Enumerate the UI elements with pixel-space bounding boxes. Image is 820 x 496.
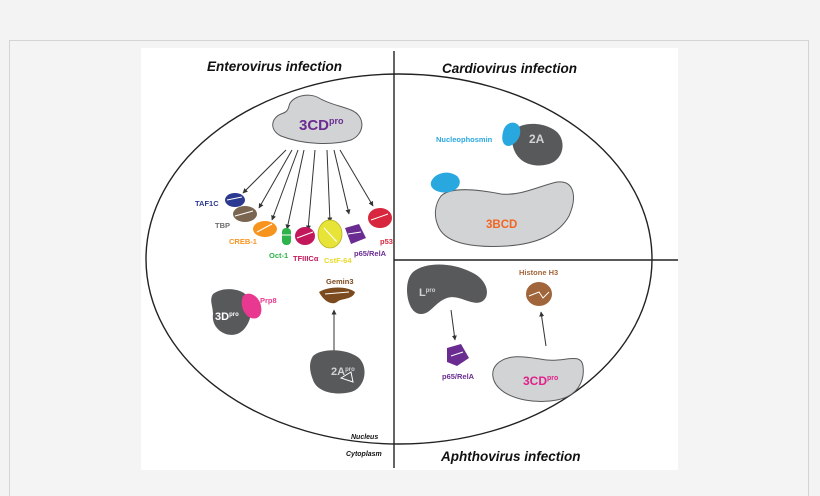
enterovirus-2a-protease: 2Apro (310, 350, 365, 394)
svg-text:Gemin3: Gemin3 (326, 277, 354, 286)
enterovirus-3d-protease: 3Dpro Prp8 (211, 289, 277, 335)
lpro-label: Lpro (419, 287, 436, 299)
target-p65-rela: p65/RelA (345, 224, 387, 258)
target-tfiiic: TFIIICα (293, 227, 319, 263)
svg-text:CstF-64: CstF-64 (324, 256, 352, 265)
svg-text:TAF1C: TAF1C (195, 199, 219, 208)
target-p53: p53 (368, 208, 393, 246)
cardiovirus-3bcd: 3BCD (430, 172, 574, 247)
enterovirus-3d-label: 3Dpro (215, 311, 239, 323)
nucleus-label: Nucleus (351, 434, 378, 441)
aphthovirus-title: Aphthovirus infection (440, 449, 581, 464)
gemin3-protein: Gemin3 (319, 277, 355, 304)
aphthovirus-histone-h3: Histone H3 (519, 268, 558, 306)
target-oct1: Oct-1 (269, 228, 291, 260)
diagram-panel: Enterovirus infection Cardiovirus infect… (141, 48, 678, 470)
diagram-svg: Enterovirus infection Cardiovirus infect… (145, 51, 678, 468)
cardiovirus-2a: 2A (502, 122, 563, 166)
target-cstf64: CstF-64 (317, 219, 352, 265)
target-taf1c: TAF1C (195, 193, 245, 208)
arrow-3cd-to-histone (539, 311, 547, 347)
svg-text:TFIIICα: TFIIICα (293, 254, 319, 263)
aphthovirus-lpro: Lpro (407, 264, 487, 314)
target-tbp: TBP (215, 206, 257, 230)
svg-text:Histone H3: Histone H3 (519, 268, 558, 277)
arrow-lpro-to-p65 (450, 309, 457, 341)
cytoplasm-label: Cytoplasm (346, 451, 382, 458)
target-creb1: CREB-1 (229, 221, 277, 246)
svg-text:3BCD: 3BCD (486, 219, 517, 231)
svg-text:CREB-1: CREB-1 (229, 237, 257, 246)
svg-text:p65/RelA: p65/RelA (442, 372, 475, 381)
aphthovirus-p65-rela: p65/RelA (442, 344, 475, 381)
cardiovirus-title: Cardiovirus infection (442, 61, 577, 76)
enterovirus-3cd-arrows (242, 149, 374, 231)
svg-text:p53: p53 (380, 237, 393, 246)
svg-text:TBP: TBP (215, 221, 230, 230)
svg-text:p65/RelA: p65/RelA (354, 249, 387, 258)
aphtho-3cd-label: 3CDpro (523, 374, 558, 388)
enterovirus-3cd-label: 3CDpro (299, 116, 344, 134)
svg-text:2A: 2A (529, 132, 545, 146)
aphthovirus-3cd-protease: 3CDpro (492, 356, 584, 402)
enterovirus-2a-label: 2Apro (331, 366, 355, 378)
enterovirus-title: Enterovirus infection (207, 59, 342, 74)
enterovirus-3cd-protease: 3CDpro (272, 94, 363, 144)
nucleophosmin-label: Nucleophosmin (436, 135, 493, 144)
cell-outline (145, 73, 653, 445)
prp8-label: Prp8 (260, 296, 277, 305)
svg-text:Oct-1: Oct-1 (269, 251, 288, 260)
